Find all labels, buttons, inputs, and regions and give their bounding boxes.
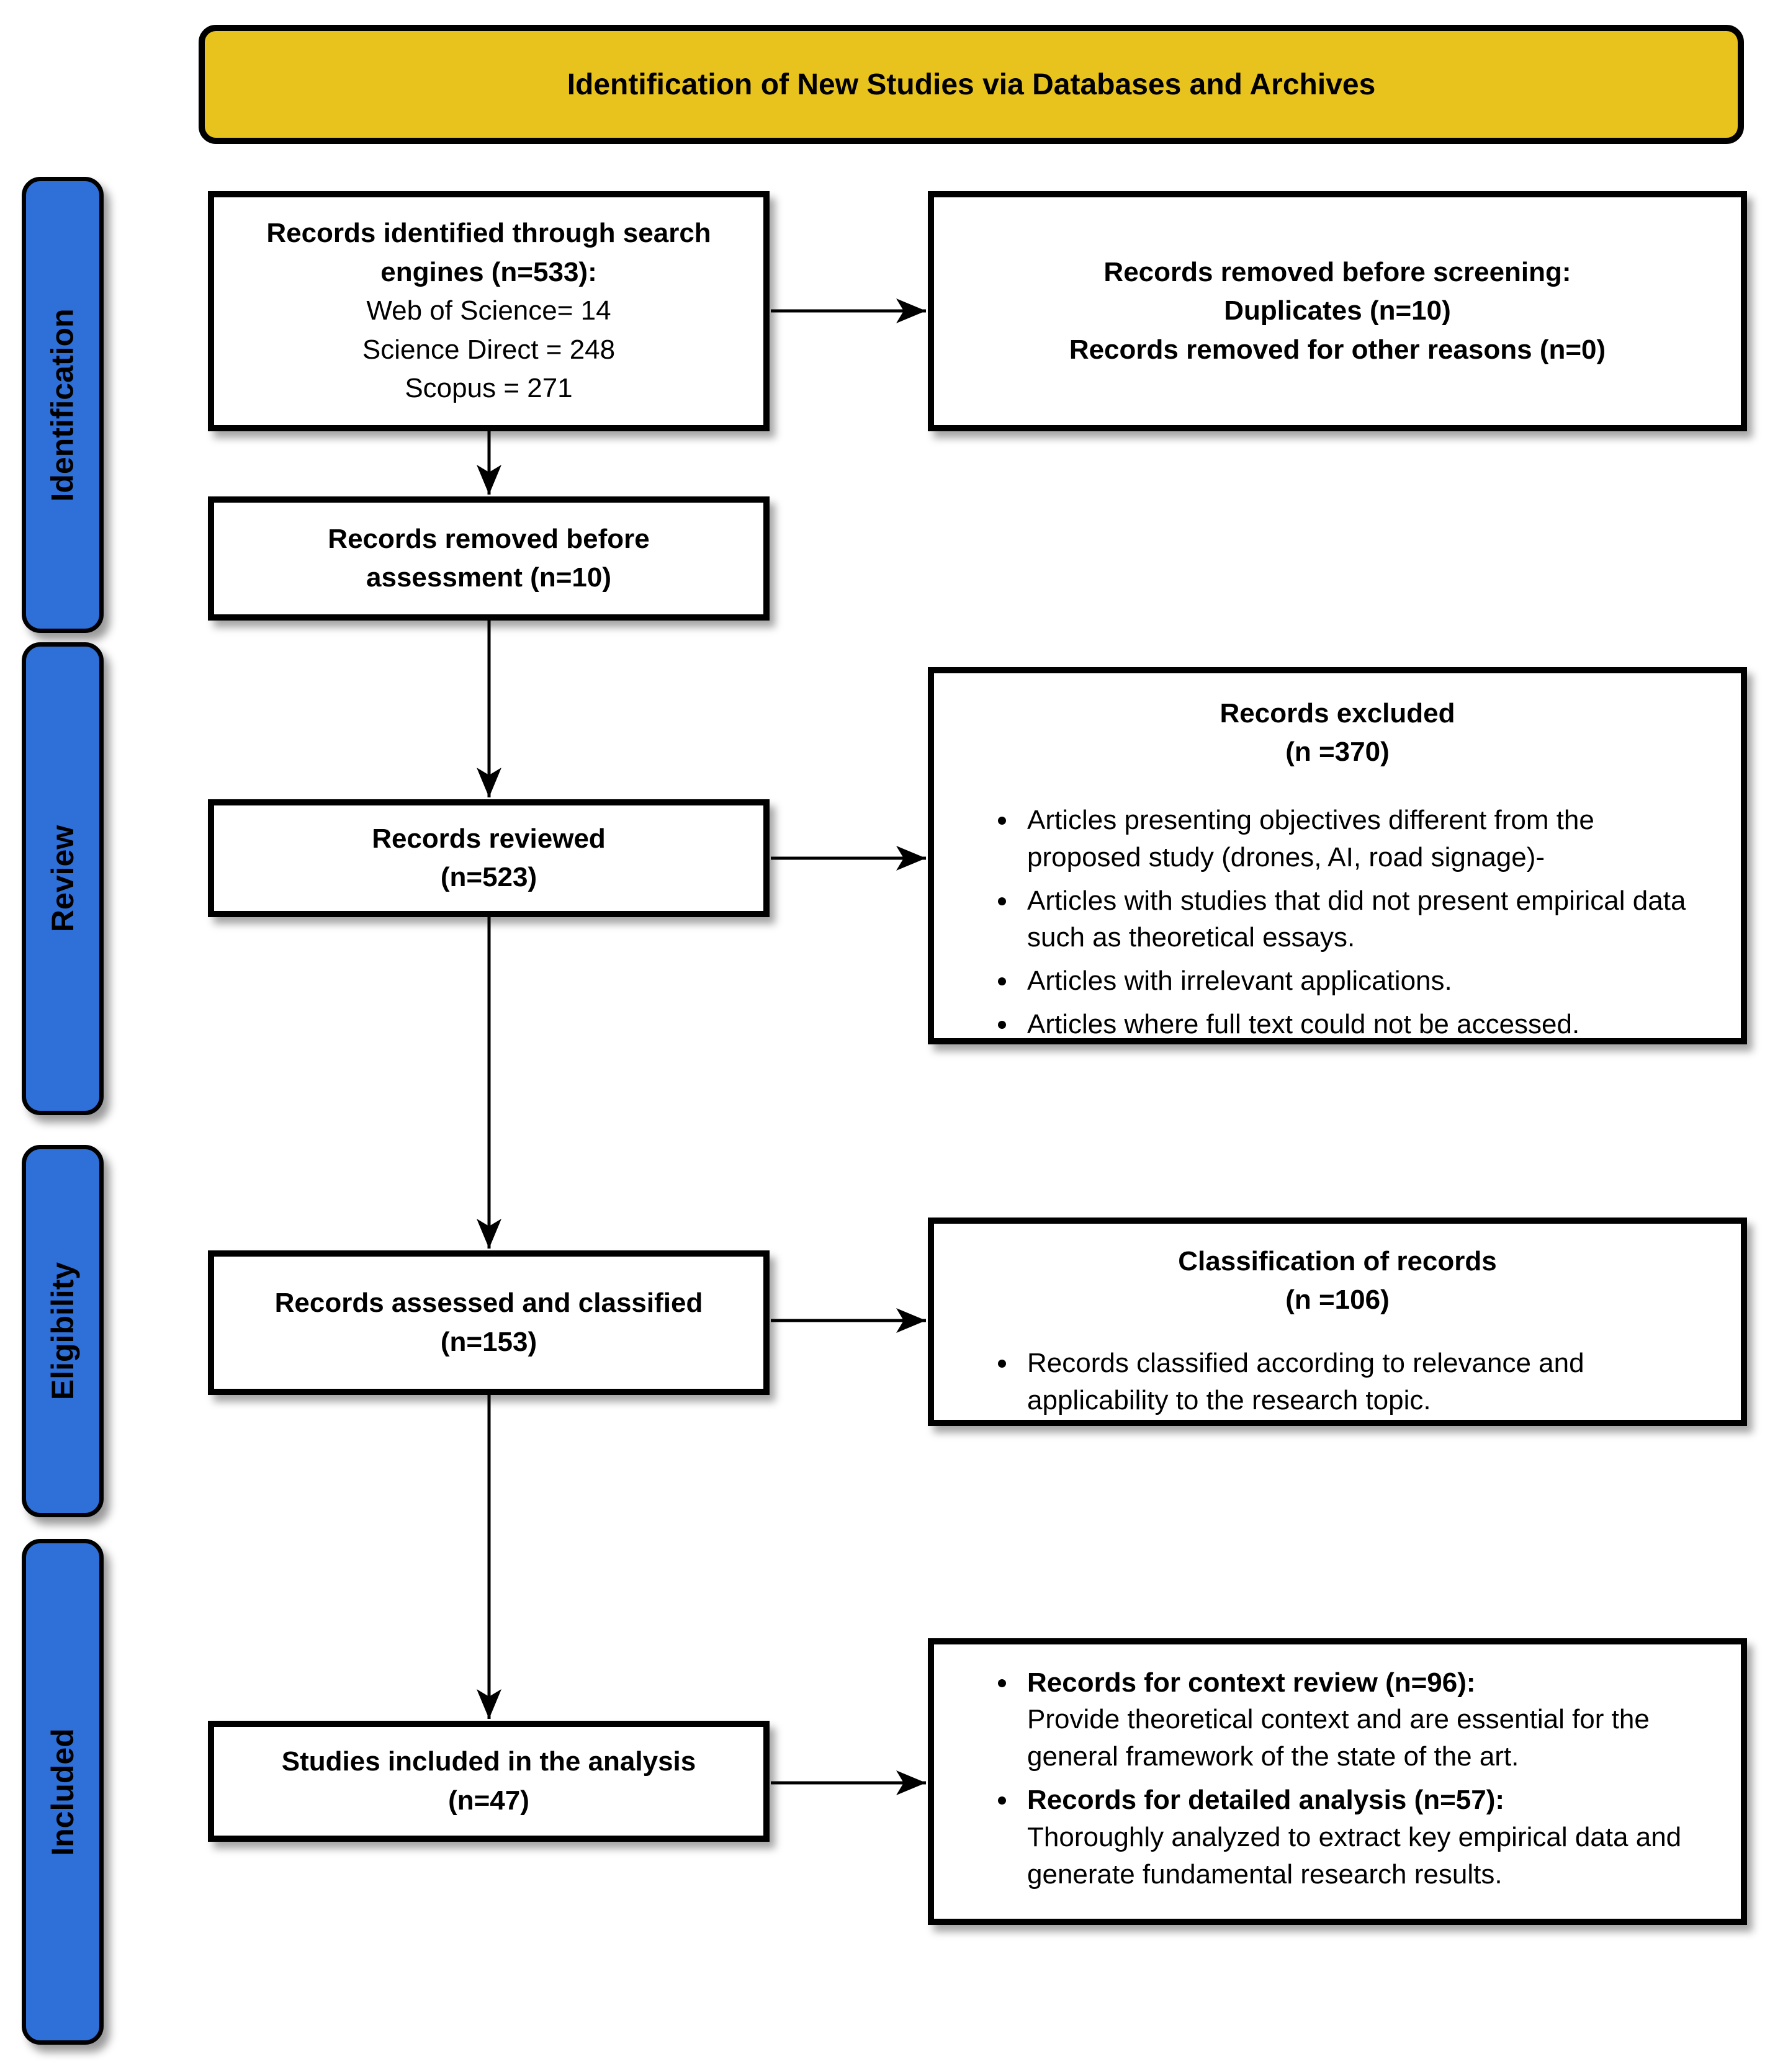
detailed-analysis-body: Thoroughly analyzed to extract key empir… [1027,1821,1682,1890]
records-excluded-bullet-list: Articles presenting objectives different… [950,802,1725,1049]
context-review-lead: Records for context review (n=96): [1027,1667,1476,1698]
stage-identification-label: Identification [45,308,81,502]
removed-before-assessment-line1: Records removed before [328,523,650,554]
stage-review-label: Review [45,825,81,933]
diagram-title: Identification of New Studies via Databa… [567,68,1376,101]
stage-eligibility: Eligibility [22,1145,104,1517]
excluded-bullet-no-empirical-data: Articles with studies that did not prese… [1018,882,1706,957]
detailed-analysis-lead: Records for detailed analysis (n=57): [1027,1785,1505,1815]
records-reviewed-line1: Records reviewed [372,823,606,854]
removed-before-screening-duplicates: Duplicates (n=10) [1224,295,1451,326]
excluded-bullet-no-full-text: Articles where full text could not be ac… [1018,1006,1706,1043]
stage-review: Review [22,642,104,1115]
studies-included-line2: (n=47) [448,1785,529,1816]
final-split-context-review: Records for context review (n=96): Provi… [1018,1664,1706,1775]
records-reviewed-line2: (n=523) [440,862,537,892]
removed-before-screening-other: Records removed for other reasons (n=0) [1069,334,1606,365]
box-records-identified: Records identified through search engine… [208,191,770,431]
classification-title-line2: (n =106) [1285,1285,1390,1316]
final-split-detailed-analysis: Records for detailed analysis (n=57): Th… [1018,1782,1706,1893]
records-identified-title-line1: Records identified through search [266,218,711,249]
box-records-removed-before-assessment: Records removed before assessment (n=10) [208,496,770,621]
records-identified-science-direct: Science Direct = 248 [362,334,616,365]
records-excluded-title-line2: (n =370) [1285,737,1390,768]
excluded-bullet-irrelevant-applications: Articles with irrelevant applications. [1018,962,1706,1000]
classification-title-line1: Classification of records [1178,1246,1497,1276]
classification-bullet-list: Records classified according to relevanc… [950,1345,1725,1425]
box-records-removed-before-screening: Records removed before screening: Duplic… [928,191,1747,431]
title-banner: Identification of New Studies via Databa… [199,25,1744,144]
records-identified-web-of-science: Web of Science= 14 [366,295,611,326]
studies-included-line1: Studies included in the analysis [281,1746,696,1777]
box-records-excluded: Records excluded (n =370) Articles prese… [928,667,1747,1044]
box-records-assessed: Records assessed and classified (n=153) [208,1250,770,1395]
box-records-reviewed: Records reviewed (n=523) [208,799,770,917]
stage-eligibility-label: Eligibility [45,1262,80,1401]
records-excluded-title-line1: Records excluded [1220,698,1455,729]
excluded-bullet-objectives: Articles presenting objectives different… [1018,802,1706,876]
records-assessed-line1: Records assessed and classified [274,1288,703,1319]
final-split-bullet-list: Records for context review (n=96): Provi… [950,1664,1725,1899]
box-classification-of-records: Classification of records (n =106) Recor… [928,1218,1747,1426]
stage-included-label: Included [45,1728,81,1856]
records-identified-scopus: Scopus = 271 [405,373,573,404]
stage-identification: Identification [22,177,104,633]
stage-included: Included [22,1539,104,2045]
context-review-body: Provide theoretical context and are esse… [1027,1704,1650,1772]
removed-before-assessment-line2: assessment (n=10) [366,562,611,593]
records-identified-title-line2: engines (n=533): [380,256,597,287]
removed-before-screening-line1: Records removed before screening: [1103,256,1571,287]
box-studies-included: Studies included in the analysis (n=47) [208,1721,770,1842]
box-final-split: Records for context review (n=96): Provi… [928,1638,1747,1925]
classification-bullet-relevance: Records classified according to relevanc… [1018,1345,1706,1419]
records-assessed-line2: (n=153) [440,1326,537,1357]
